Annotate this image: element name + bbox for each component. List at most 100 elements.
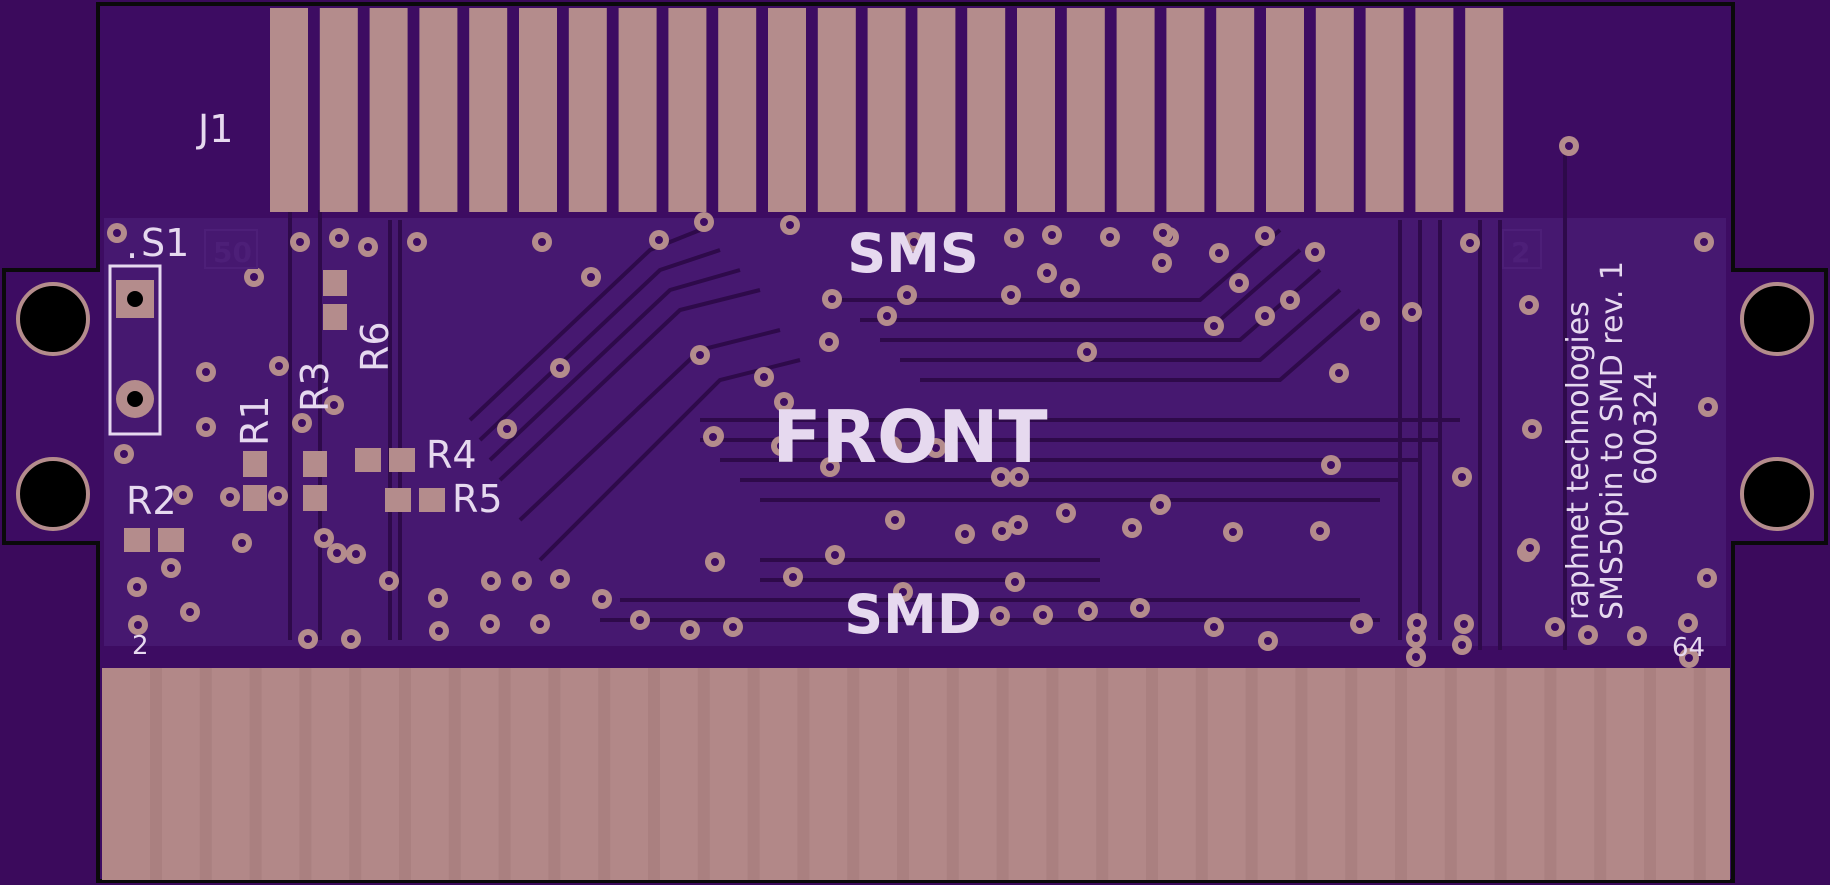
gold-finger <box>718 8 757 212</box>
smd-pads <box>124 270 445 552</box>
front-label: FRONT <box>772 395 1047 479</box>
edge-finger-gap <box>897 668 909 880</box>
via-hole <box>1413 619 1421 627</box>
gold-finger <box>618 8 657 212</box>
edge-finger-gap <box>349 668 362 880</box>
pad-icon <box>389 448 415 472</box>
credit-line-3: 600324 <box>1629 370 1664 485</box>
via-icon <box>127 291 143 307</box>
via-hole <box>831 551 839 559</box>
edge-finger-gap <box>548 668 561 880</box>
pin-2-top-label: 2 <box>1511 236 1530 269</box>
via-hole <box>1261 312 1269 320</box>
via-hole <box>1551 623 1559 631</box>
via-hole <box>996 612 1004 620</box>
via-hole <box>1048 231 1056 239</box>
switch-dot: . <box>126 223 138 267</box>
bottom-edge-fingers <box>150 668 1706 880</box>
switch-outline <box>108 264 162 436</box>
edge-finger-gap <box>1146 668 1158 880</box>
pad-icon <box>323 304 347 330</box>
edge-finger-gap <box>199 668 212 880</box>
edge-finger-gap <box>1395 668 1407 880</box>
edge-finger-gap <box>598 668 611 880</box>
via-hole <box>1159 229 1167 237</box>
edge-finger-gap <box>648 668 660 880</box>
via-hole <box>1700 238 1708 246</box>
via-hole <box>709 433 717 441</box>
via-hole <box>167 564 175 572</box>
via-hole <box>186 608 194 616</box>
via-hole <box>1264 637 1272 645</box>
pin-2-bottom-label: 2 <box>132 631 149 661</box>
via-hole <box>1327 461 1335 469</box>
resistor-label-r2: R2 <box>126 479 177 523</box>
edge-finger-gap <box>847 668 860 880</box>
edge-finger-gap <box>996 668 1009 880</box>
credit-block: raphnet technologies SMS50pin to SMD rev… <box>1561 261 1664 620</box>
pad-icon <box>323 270 347 296</box>
via-hole <box>296 238 304 246</box>
pin-50-box <box>204 229 258 269</box>
via-hole <box>729 623 737 631</box>
via-hole <box>556 364 564 372</box>
gold-finger <box>519 8 557 212</box>
pad-icon <box>419 488 445 512</box>
via-hole <box>434 594 442 602</box>
gold-finger <box>867 8 906 212</box>
gold-finger <box>1365 8 1404 212</box>
traces <box>288 150 1567 650</box>
via-hole <box>503 425 511 433</box>
edge-finger-gap <box>150 668 162 880</box>
edge-finger-gap <box>1594 668 1607 880</box>
via-hole <box>238 539 246 547</box>
via-hole <box>1366 317 1374 325</box>
via-hole <box>274 492 282 500</box>
via-hole <box>385 577 393 585</box>
via-hole <box>587 273 595 281</box>
via-hole <box>1528 425 1536 433</box>
via-hole <box>826 463 834 471</box>
via-hole <box>598 595 606 603</box>
gold-finger <box>419 8 458 212</box>
gold-finger <box>768 8 806 212</box>
via-hole <box>364 243 372 251</box>
mounting-hole-icon <box>16 457 90 531</box>
gold-finger <box>967 8 1006 212</box>
gold-finger <box>1166 8 1205 212</box>
pad-icon <box>355 448 381 472</box>
pad-icon <box>158 528 184 552</box>
edge-finger-gap <box>946 668 959 880</box>
via-hole <box>1466 239 1474 247</box>
via-hole <box>133 583 141 591</box>
via-hole <box>899 588 907 596</box>
via-hole <box>1156 501 1164 509</box>
via-hole <box>1565 142 1573 150</box>
via-hole <box>686 626 694 634</box>
pad-icon <box>243 485 267 511</box>
via-hole <box>696 351 704 359</box>
via-hole <box>179 491 187 499</box>
via-hole <box>1015 473 1023 481</box>
via-hole <box>1684 619 1692 627</box>
gold-finger <box>270 8 308 212</box>
via-hole <box>1084 607 1092 615</box>
via-hole <box>786 221 794 229</box>
gold-finger <box>1315 8 1354 212</box>
edge-finger-gap <box>249 668 262 880</box>
pin-2-box <box>1502 229 1542 269</box>
via-hole <box>780 398 788 406</box>
via-hole <box>202 368 210 376</box>
pin-64-label: 64 <box>1672 633 1705 663</box>
via-hole <box>1460 620 1468 628</box>
via-hole <box>298 419 306 427</box>
via-hole <box>910 238 918 246</box>
vias <box>107 136 1718 668</box>
via-hole <box>333 549 341 557</box>
via-hole <box>1039 611 1047 619</box>
gold-finger <box>1116 8 1155 212</box>
credit-line-2: SMS50pin to SMD rev. 1 <box>1595 261 1630 620</box>
via-hole <box>1311 248 1319 256</box>
via-hole <box>1584 631 1592 639</box>
